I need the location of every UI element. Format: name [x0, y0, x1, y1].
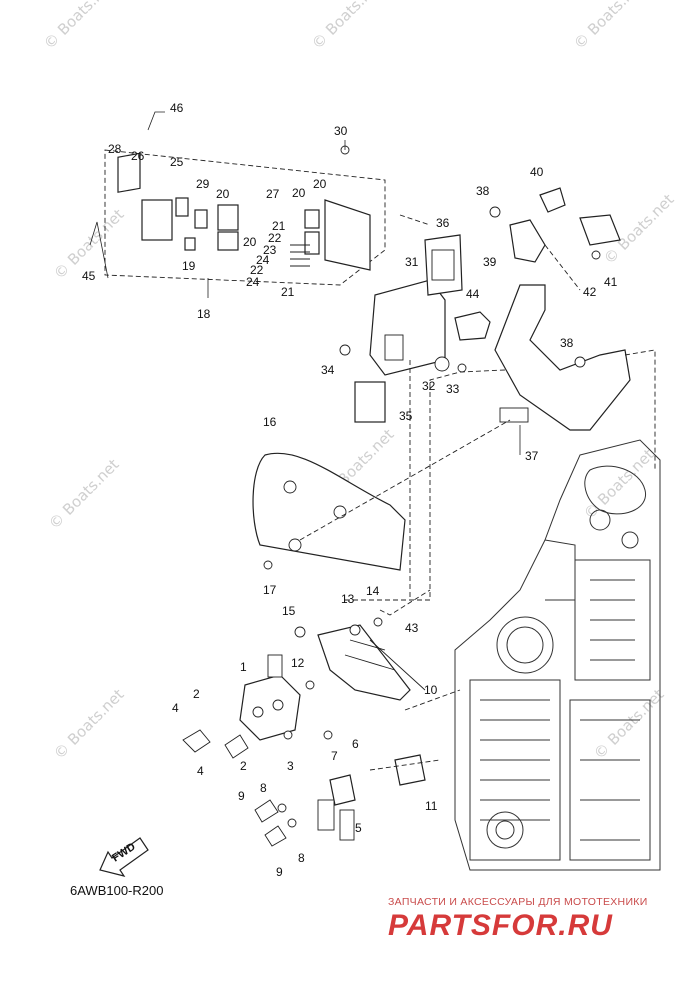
label-20c: 20: [292, 186, 306, 200]
label-4: 4: [172, 701, 179, 715]
coupler-44: [454, 311, 491, 341]
leader-lines: [89, 111, 656, 771]
label-17: 17: [263, 583, 277, 597]
label-21b: 21: [281, 285, 295, 299]
label-18: 18: [197, 307, 211, 321]
label-33: 33: [446, 382, 460, 396]
watermark: © Boats.net: [590, 685, 668, 763]
label-20b: 20: [243, 235, 257, 249]
label-9b: 9: [276, 865, 283, 879]
label-7: 7: [331, 749, 338, 763]
label-36: 36: [436, 216, 450, 230]
label-32: 32: [422, 379, 436, 393]
cover-16: [252, 452, 406, 571]
label-5: 5: [355, 821, 362, 835]
label-27: 27: [266, 187, 280, 201]
label-24b: 24: [246, 275, 260, 289]
label-15: 15: [282, 604, 296, 618]
label-31: 31: [405, 255, 419, 269]
label-25: 25: [170, 155, 184, 169]
label-2b: 2: [240, 759, 247, 773]
label-43: 43: [405, 621, 419, 635]
sensor-40: [539, 187, 566, 213]
fwd-arrow: FWD: [99, 837, 149, 877]
label-2: 2: [193, 687, 200, 701]
label-39: 39: [483, 255, 497, 269]
watermark: © Boats.net: [40, 0, 118, 53]
label-1: 1: [240, 660, 247, 674]
label-8b: 8: [298, 851, 305, 865]
label-20d: 20: [313, 177, 327, 191]
part-labels: 1 2 2 3 4 4 5 6 7 8 8 9 9 10 11 12 13 14…: [82, 101, 618, 879]
relay-assembly: [117, 152, 371, 271]
label-4b: 4: [197, 764, 204, 778]
label-8: 8: [260, 781, 267, 795]
label-38b: 38: [560, 336, 574, 350]
label-6: 6: [352, 737, 359, 751]
label-30: 30: [334, 124, 348, 138]
label-34: 34: [321, 363, 335, 377]
brand-logo-text: PARTSFOR.RU: [388, 909, 613, 942]
label-23: 23: [263, 243, 277, 257]
label-11: 11: [425, 799, 438, 813]
label-29: 29: [196, 177, 210, 191]
watermark: © Boats.net: [570, 0, 648, 53]
label-45: 45: [82, 269, 96, 283]
bracket-39: [509, 219, 546, 263]
label-9: 9: [238, 789, 245, 803]
label-35: 35: [399, 409, 413, 423]
clip-41: [579, 214, 621, 246]
bracket-37: [494, 284, 631, 431]
label-37: 37: [525, 449, 539, 463]
label-12: 12: [291, 656, 305, 670]
label-10: 10: [424, 683, 438, 697]
partsfor-logo: ЗАПЧАСТИ И АКСЕССУАРЫ ДЛЯ МОТОТЕХНИКИ PA…: [388, 896, 648, 942]
label-28: 28: [108, 142, 122, 156]
label-16: 16: [263, 415, 277, 429]
watermark: © Boats.net: [308, 0, 386, 53]
label-41: 41: [604, 275, 618, 289]
label-38a: 38: [476, 184, 490, 198]
label-46: 46: [170, 101, 184, 115]
holder-35: [354, 381, 386, 423]
watermark: © Boats.net: [580, 445, 658, 523]
engine-block: [454, 439, 661, 871]
label-22a: 22: [268, 231, 282, 245]
label-22b: 22: [250, 263, 264, 277]
label-19: 19: [182, 259, 196, 273]
label-13: 13: [341, 592, 355, 606]
label-21a: 21: [272, 219, 286, 233]
label-40: 40: [530, 165, 544, 179]
brand-tagline: ЗАПЧАСТИ И АКСЕССУАРЫ ДЛЯ МОТОТЕХНИКИ: [388, 896, 648, 908]
label-44: 44: [466, 287, 480, 301]
label-3: 3: [287, 759, 294, 773]
ignition-components: [182, 560, 426, 847]
watermark: © Boats.net: [50, 685, 128, 763]
diagram-code: 6AWB100-R200: [70, 883, 163, 898]
label-42: 42: [583, 285, 597, 299]
label-24a: 24: [256, 253, 270, 267]
label-14: 14: [366, 584, 380, 598]
label-26: 26: [131, 149, 145, 163]
label-20a: 20: [216, 187, 230, 201]
watermark: © Boats.net: [45, 455, 123, 533]
